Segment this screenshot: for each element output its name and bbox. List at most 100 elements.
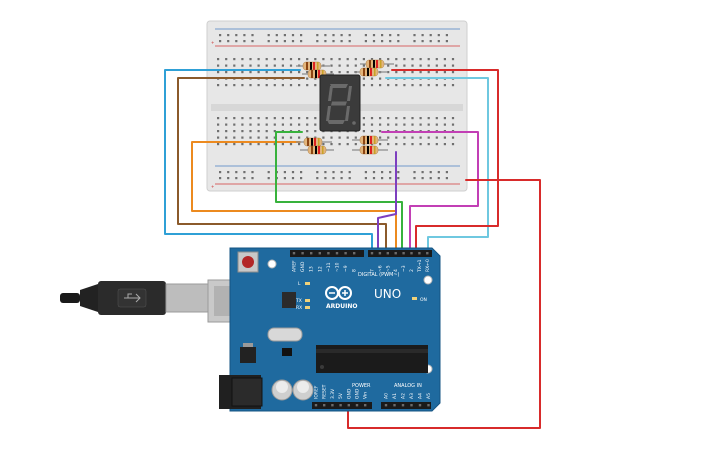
breadboard-hole[interactable] (348, 171, 351, 174)
breadboard-hole[interactable] (273, 71, 276, 74)
breadboard-hole[interactable] (257, 64, 260, 67)
breadboard-hole[interactable] (413, 40, 416, 43)
breadboard-hole[interactable] (435, 84, 438, 87)
breadboard-hole[interactable] (443, 71, 446, 74)
breadboard-hole[interactable] (379, 84, 382, 87)
breadboard-hole[interactable] (419, 64, 422, 67)
breadboard-hole[interactable] (241, 84, 244, 87)
breadboard-hole[interactable] (219, 177, 222, 180)
breadboard-hole[interactable] (251, 171, 254, 174)
breadboard-hole[interactable] (314, 77, 317, 80)
breadboard-hole[interactable] (281, 71, 284, 74)
breadboard-hole[interactable] (249, 71, 252, 74)
breadboard-hole[interactable] (445, 40, 448, 43)
breadboard-hole[interactable] (389, 34, 392, 37)
breadboard-hole[interactable] (387, 143, 390, 146)
breadboard-hole[interactable] (381, 40, 384, 43)
breadboard-hole[interactable] (429, 171, 432, 174)
header-pin[interactable] (355, 404, 359, 407)
breadboard-hole[interactable] (381, 34, 384, 37)
breadboard-hole[interactable] (273, 64, 276, 67)
breadboard-hole[interactable] (435, 58, 438, 61)
breadboard-hole[interactable] (332, 34, 335, 37)
breadboard-hole[interactable] (225, 130, 228, 133)
breadboard-hole[interactable] (381, 171, 384, 174)
breadboard-hole[interactable] (370, 117, 374, 120)
breadboard-hole[interactable] (241, 123, 244, 126)
breadboard-hole[interactable] (387, 58, 390, 61)
header-pin[interactable] (386, 252, 389, 255)
breadboard-hole[interactable] (306, 130, 309, 133)
breadboard-hole[interactable] (387, 136, 390, 139)
breadboard-hole[interactable] (225, 64, 228, 67)
breadboard-hole[interactable] (346, 143, 349, 146)
breadboard-hole[interactable] (395, 58, 398, 61)
wire-cyan[interactable] (385, 77, 489, 251)
breadboard-hole[interactable] (225, 58, 228, 61)
breadboard-hole[interactable] (427, 123, 430, 126)
header-pin[interactable] (418, 404, 422, 407)
breadboard-hole[interactable] (419, 117, 422, 120)
breadboard-hole[interactable] (289, 71, 293, 74)
breadboard-hole[interactable] (362, 84, 365, 87)
breadboard-hole[interactable] (289, 136, 293, 139)
header-pin[interactable] (402, 252, 405, 255)
breadboard-hole[interactable] (346, 136, 349, 139)
breadboard-hole[interactable] (372, 34, 376, 37)
breadboard-hole[interactable] (338, 71, 341, 74)
breadboard-hole[interactable] (419, 123, 422, 126)
breadboard-hole[interactable] (445, 171, 448, 174)
breadboard-hole[interactable] (265, 64, 268, 67)
breadboard-hole[interactable] (443, 58, 446, 61)
breadboard-hole[interactable] (427, 58, 430, 61)
breadboard-hole[interactable] (235, 34, 238, 37)
breadboard-hole[interactable] (273, 84, 276, 87)
breadboard-hole[interactable] (330, 64, 333, 67)
breadboard-hole[interactable] (395, 84, 398, 87)
breadboard-hole[interactable] (348, 177, 351, 180)
breadboard-hole[interactable] (267, 40, 270, 43)
breadboard-hole[interactable] (306, 136, 309, 139)
breadboard-hole[interactable] (227, 34, 230, 37)
breadboard-hole[interactable] (354, 143, 357, 146)
breadboard-hole[interactable] (427, 84, 430, 87)
breadboard-hole[interactable] (289, 123, 293, 126)
breadboard-hole[interactable] (289, 117, 293, 120)
breadboard-hole[interactable] (330, 71, 333, 74)
breadboard-hole[interactable] (289, 58, 293, 61)
breadboard-hole[interactable] (403, 58, 406, 61)
breadboard-hole[interactable] (257, 123, 260, 126)
breadboard-hole[interactable] (364, 40, 367, 43)
breadboard-hole[interactable] (403, 117, 406, 120)
breadboard-hole[interactable] (429, 34, 432, 37)
breadboard-hole[interactable] (397, 34, 400, 37)
breadboard-hole[interactable] (443, 117, 446, 120)
breadboard-hole[interactable] (435, 64, 438, 67)
breadboard-hole[interactable] (251, 34, 254, 37)
breadboard-hole[interactable] (314, 117, 317, 120)
breadboard-hole[interactable] (364, 34, 367, 37)
breadboard-hole[interactable] (362, 123, 365, 126)
breadboard-hole[interactable] (314, 130, 317, 133)
breadboard-hole[interactable] (273, 130, 276, 133)
resistor-bottom-right[interactable] (352, 135, 388, 145)
breadboard-hole[interactable] (429, 40, 432, 43)
breadboard-hole[interactable] (306, 58, 309, 61)
breadboard-hole[interactable] (379, 123, 382, 126)
breadboard-hole[interactable] (443, 123, 446, 126)
breadboard-hole[interactable] (379, 130, 382, 133)
header-pin[interactable] (410, 252, 413, 255)
breadboard-hole[interactable] (275, 40, 278, 43)
breadboard-hole[interactable] (265, 123, 268, 126)
breadboard-hole[interactable] (340, 34, 343, 37)
breadboard-hole[interactable] (225, 143, 228, 146)
breadboard-hole[interactable] (324, 34, 327, 37)
breadboard-hole[interactable] (289, 143, 293, 146)
breadboard-hole[interactable] (265, 71, 268, 74)
header-pin[interactable] (353, 252, 356, 255)
breadboard-hole[interactable] (370, 58, 374, 61)
breadboard-hole[interactable] (411, 58, 414, 61)
breadboard-hole[interactable] (332, 177, 335, 180)
breadboard-hole[interactable] (275, 34, 278, 37)
